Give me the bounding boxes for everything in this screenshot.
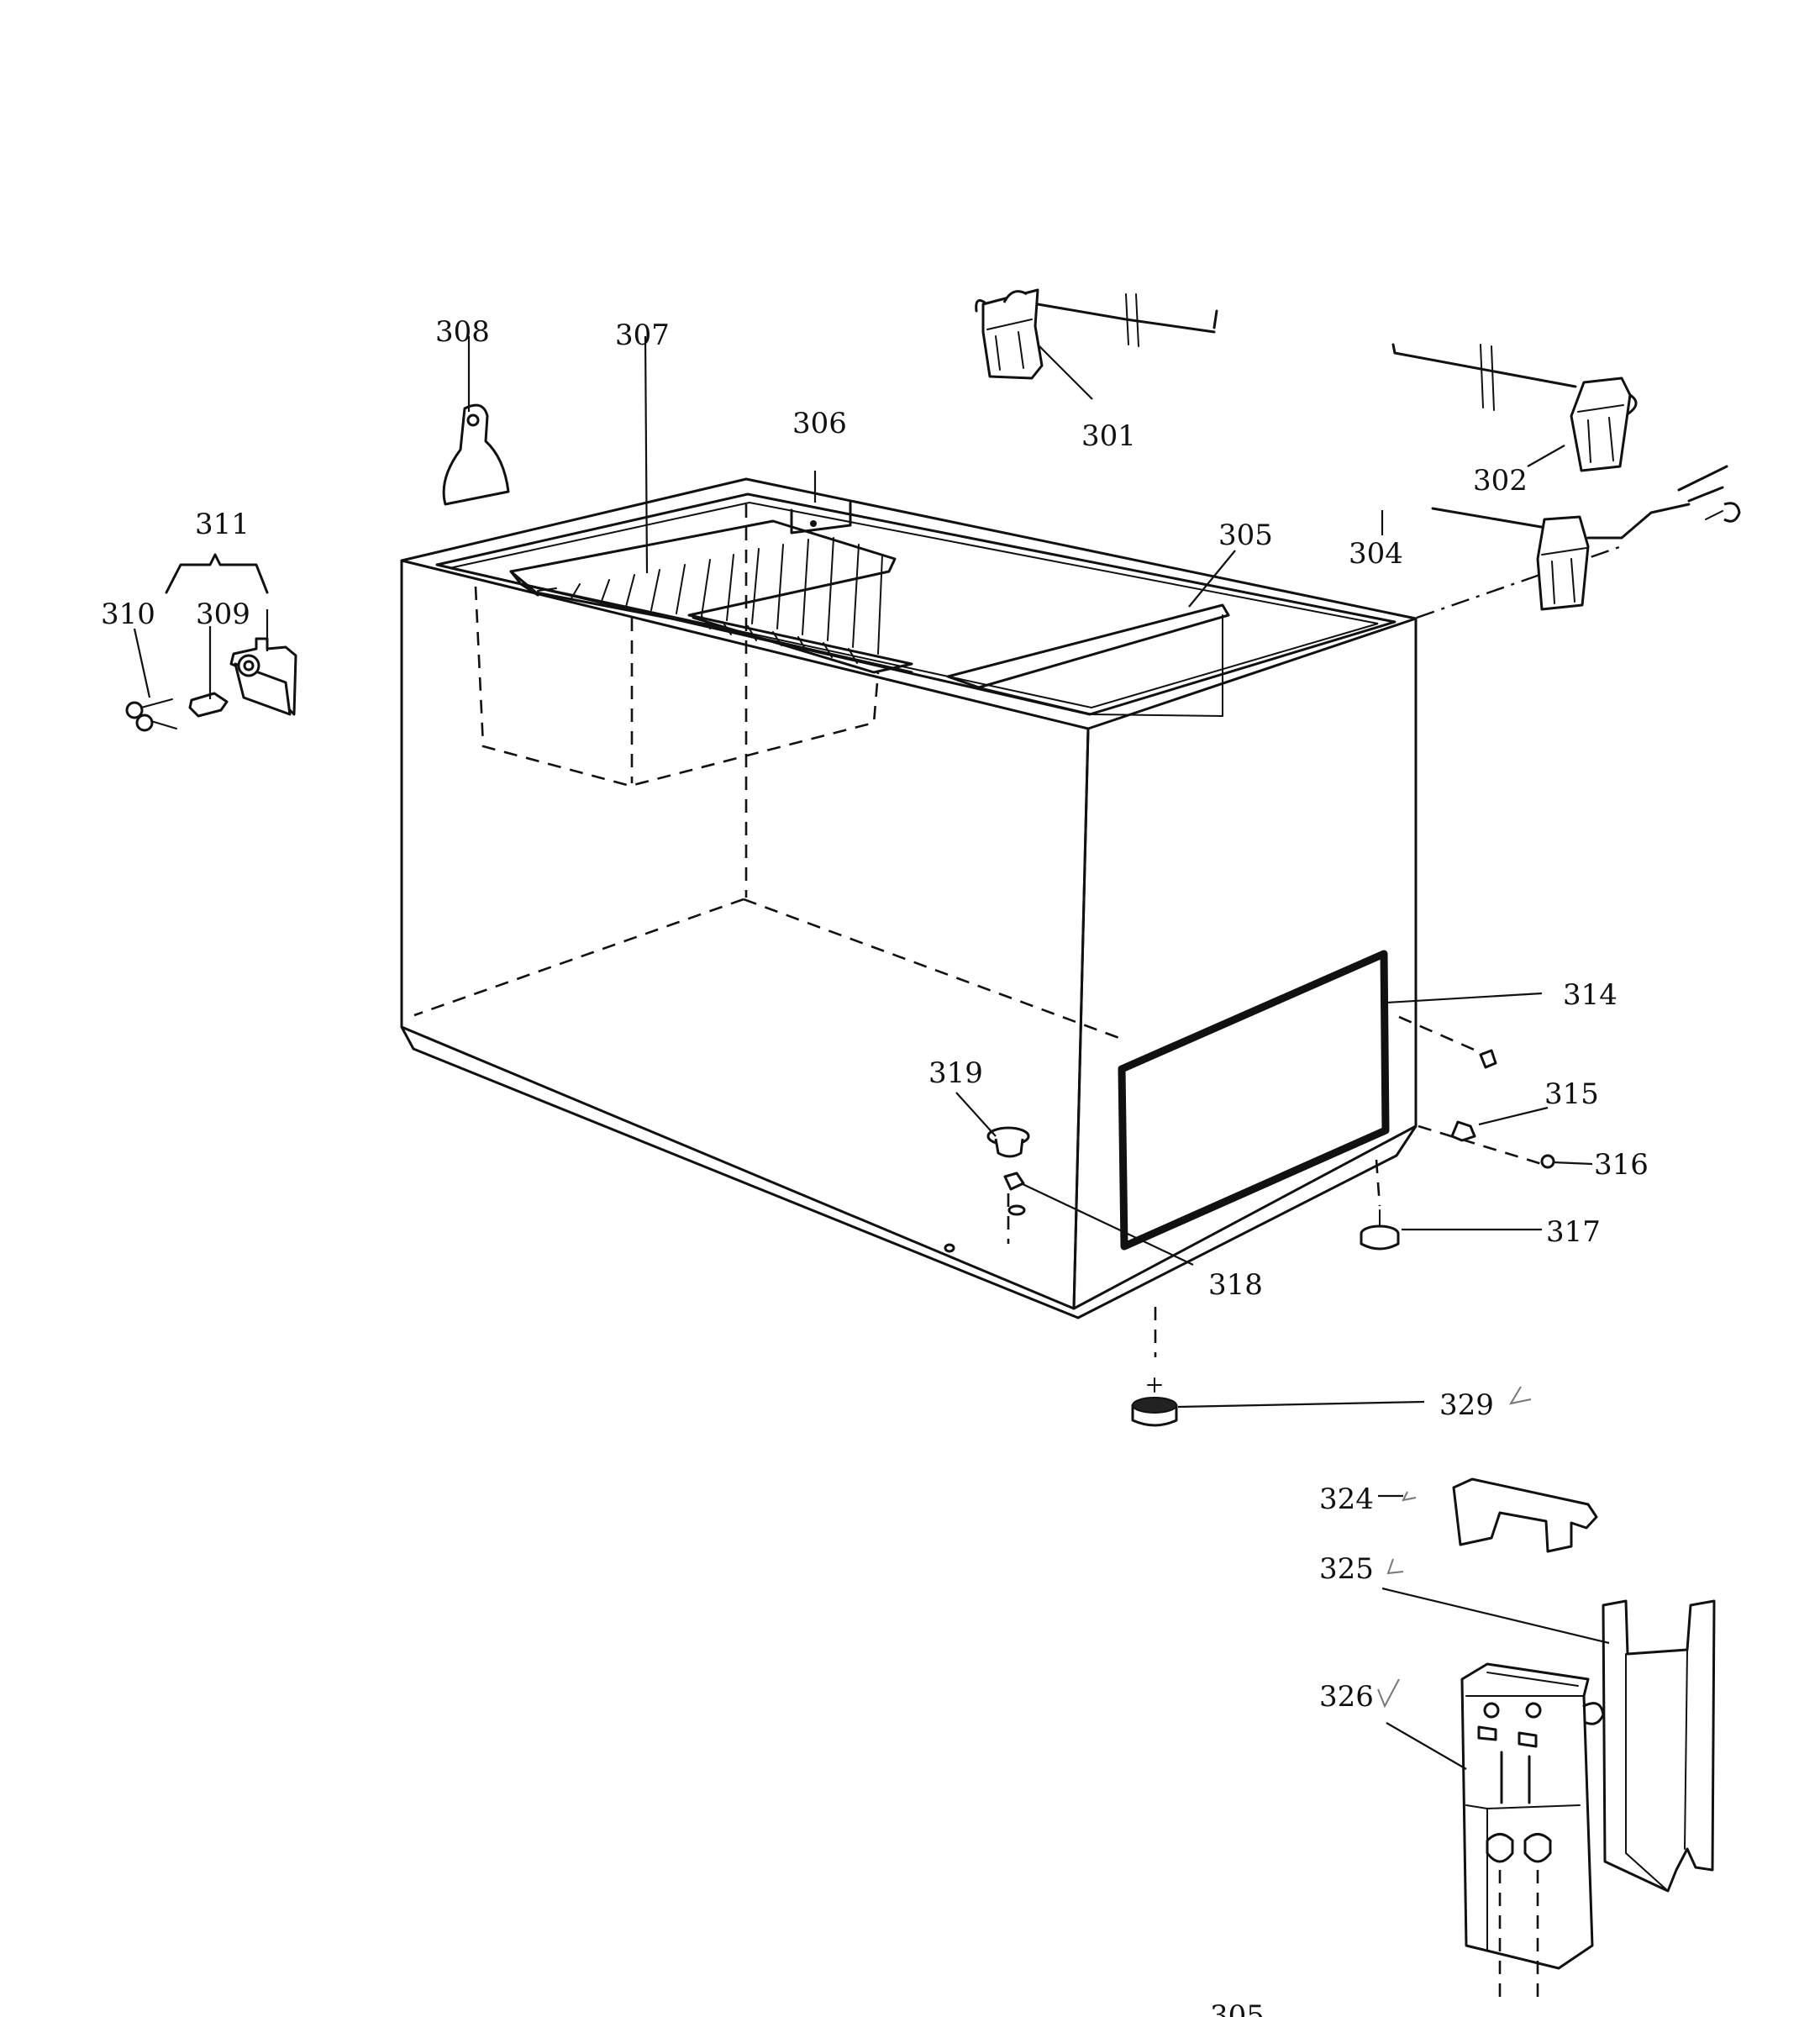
- label-307: 307: [615, 319, 670, 352]
- label-316: 316: [1594, 1148, 1649, 1182]
- control-cover: [1602, 1599, 1716, 1893]
- handwritten-check-marks: [1377, 1386, 1532, 1709]
- hidden-lines: [413, 504, 1623, 1357]
- label-326: 326: [1319, 1680, 1374, 1714]
- label-329: 329: [1439, 1388, 1494, 1422]
- leveling-foot: [1131, 1377, 1178, 1427]
- label-319: 319: [928, 1056, 983, 1090]
- label-325: 325: [1319, 1552, 1374, 1586]
- label-302: 302: [1473, 464, 1528, 498]
- hinge-left: [975, 288, 1218, 380]
- freezer-cabinet: [400, 477, 1418, 1319]
- label-301: 301: [1081, 419, 1136, 453]
- small-fasteners: [944, 1049, 1555, 1253]
- label-318: 318: [1208, 1268, 1263, 1302]
- hinge-front: [1431, 465, 1741, 611]
- leader-lines: [133, 335, 1610, 1770]
- cover-bracket: [1452, 1477, 1598, 1553]
- page-number: 305: [1210, 1999, 1265, 2017]
- control-box: [1460, 1662, 1605, 2000]
- label-308: 308: [435, 315, 490, 349]
- label-309: 309: [196, 598, 250, 631]
- lock-assembly: [125, 553, 297, 732]
- label-306: 306: [792, 407, 847, 440]
- label-324: 324: [1319, 1482, 1374, 1516]
- hinge-right: [1391, 343, 1638, 472]
- part-labels: 301 302 304 305 306 307 308 309 310 311 …: [101, 315, 1649, 2017]
- label-314: 314: [1563, 978, 1617, 1012]
- label-305: 305: [1218, 519, 1273, 552]
- label-315: 315: [1544, 1077, 1599, 1111]
- label-310: 310: [101, 598, 155, 631]
- label-304: 304: [1349, 537, 1403, 571]
- ice-scraper: [442, 403, 510, 506]
- label-317: 317: [1546, 1215, 1601, 1249]
- basket: [509, 519, 913, 674]
- label-311: 311: [195, 508, 250, 541]
